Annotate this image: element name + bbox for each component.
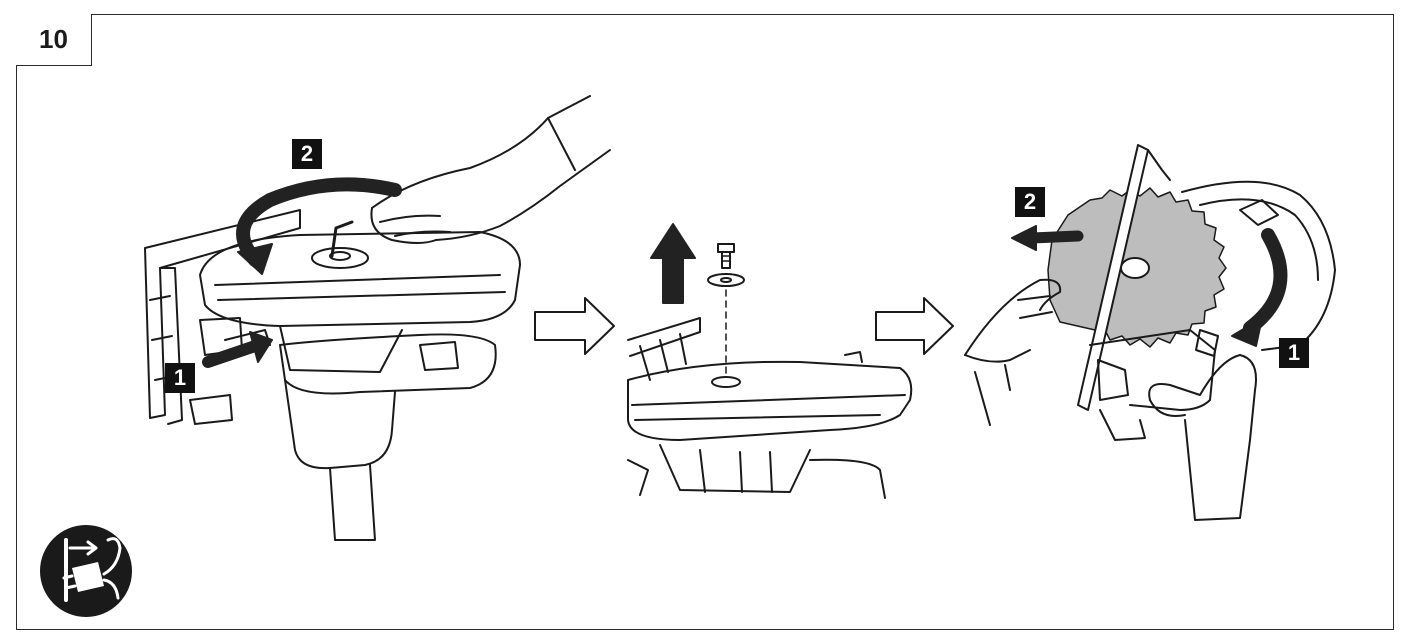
panel-2-saw — [628, 224, 911, 498]
panel-3-step-2-badge: 2 — [1015, 187, 1045, 217]
panel-1-step-1-badge: 1 — [165, 363, 195, 393]
disconnect-plug-icon — [40, 525, 132, 617]
solid-arrow-up-icon — [651, 224, 695, 303]
hex-key-icon — [332, 222, 352, 256]
panel-1-saw — [145, 96, 610, 540]
hollow-arrow-right-icon — [876, 298, 953, 354]
hollow-arrow-right-icon — [535, 298, 614, 354]
panel-3-step-1-badge: 1 — [1279, 338, 1309, 368]
panel-1-step-2-badge: 2 — [292, 139, 322, 169]
